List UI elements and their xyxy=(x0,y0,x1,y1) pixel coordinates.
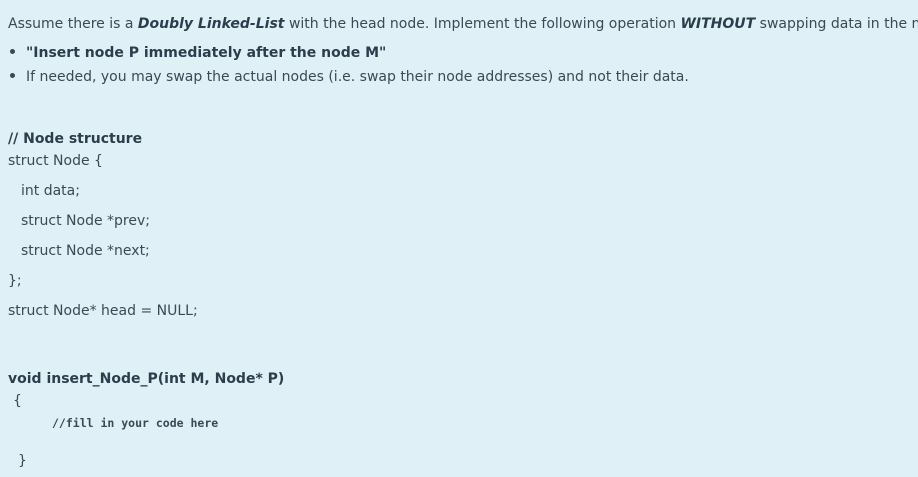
intro-emphasis-without: WITHOUT xyxy=(680,16,756,32)
intro-suffix: swapping data in the nodes: xyxy=(759,16,918,32)
bullet-text-2: If needed, you may swap the actual nodes… xyxy=(26,69,689,85)
intro-prefix: Assume there is a xyxy=(8,16,138,32)
code-brace-open: { xyxy=(13,393,22,409)
code-head-declaration: struct Node* head = NULL; xyxy=(8,303,198,319)
bullet-dot xyxy=(10,72,15,78)
code-brace-close: } xyxy=(18,453,27,469)
code-field-data: int data; xyxy=(21,183,80,199)
bullet-item-2: If needed, you may swap the actual nodes… xyxy=(10,68,689,86)
bullet-text-1: "Insert node P immediately after the nod… xyxy=(26,45,387,61)
bullet-item-1: "Insert node P immediately after the nod… xyxy=(10,44,386,62)
code-struct-open: struct Node { xyxy=(8,153,103,169)
code-function-signature: void insert_Node_P(int M, Node* P) xyxy=(8,371,285,387)
intro-middle: with the head node. Implement the follow… xyxy=(284,16,681,32)
code-comment-node-structure: // Node structure xyxy=(8,131,143,147)
code-field-next: struct Node *next; xyxy=(21,243,150,259)
intro-emphasis-doubly-linked-list: Doubly Linked-List xyxy=(137,16,285,32)
bullet-dot xyxy=(10,48,15,54)
intro-paragraph: Assume there is a Doubly Linked-List wit… xyxy=(8,15,918,33)
code-struct-close: }; xyxy=(8,273,22,289)
code-field-prev: struct Node *prev; xyxy=(21,213,150,229)
code-body-comment: //fill in your code here xyxy=(52,416,219,430)
